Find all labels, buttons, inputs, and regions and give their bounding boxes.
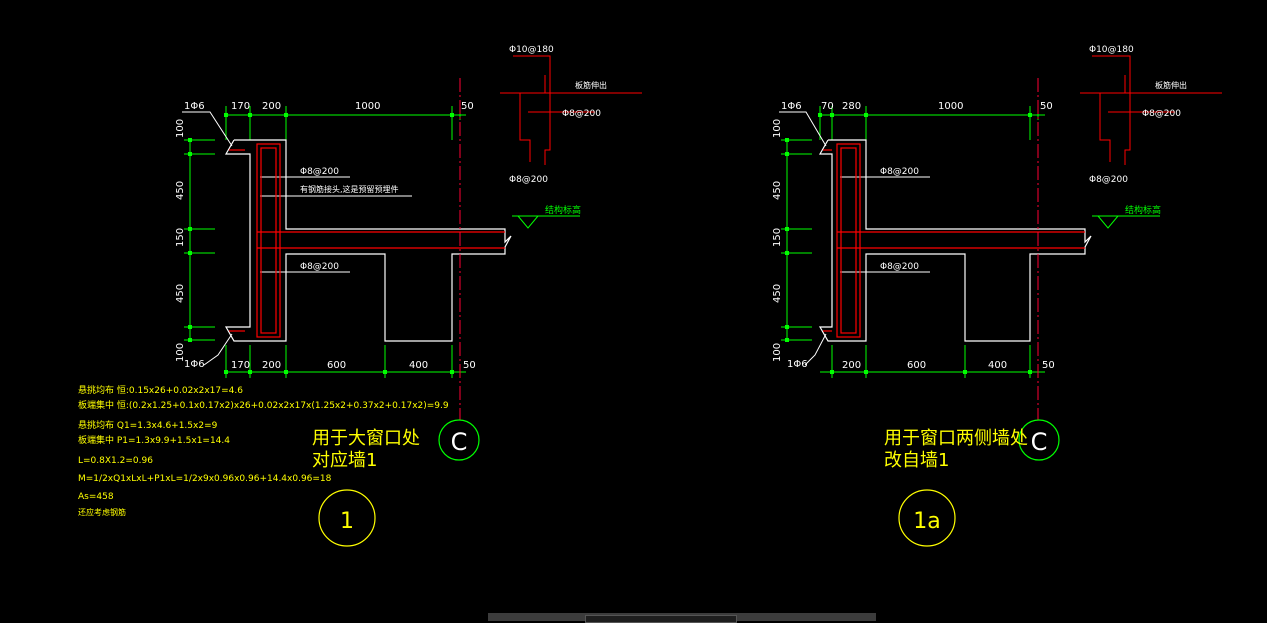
detail-1a-left-dim-2: 450 (772, 181, 783, 200)
detail-1a-top-dim-2: 280 (842, 101, 861, 112)
detail-1-caption-line2: 对应墙1 (312, 450, 377, 471)
detail-1-callouts: Φ8@200 有钢筋接头,这是预留预埋件 Φ8@200 (300, 167, 399, 272)
detail-1a-top-dim-1: 70 (821, 101, 834, 112)
detail-1-rebar (229, 143, 505, 338)
detail-1a-dimension-text: 70 280 1000 50 200 600 400 50 100 450 15… (772, 101, 1055, 371)
detail-1a-rebar (823, 143, 1085, 338)
detail-1a-bottom-dim-1: 200 (842, 360, 861, 371)
detail-1a-inset-side: 板筋伸出 (1155, 80, 1187, 90)
detail-1-bottom-dim-2: 200 (262, 360, 281, 371)
detail-1a-corner-bottom-label: 1Φ6 (787, 359, 808, 370)
detail-1a-bottom-dim-3: 400 (988, 360, 1007, 371)
calc-note-3: 悬挑均布 Q1=1.3x4.6+1.5x2=9 (78, 419, 218, 431)
detail-1a-left-dim-1: 100 (772, 119, 783, 138)
detail-1-left-dim-4: 450 (175, 284, 186, 303)
detail-1a-bottom-dim-4: 50 (1042, 360, 1055, 371)
calc-note-4: 板端集中 P1=1.3x9.9+1.5x1=14.4 (78, 434, 230, 446)
detail-1-leaders (182, 111, 412, 366)
horizontal-scrollbar[interactable] (488, 613, 876, 623)
detail-1-top-dim-3: 1000 (355, 101, 380, 112)
detail-1-inset-bottom: Φ8@200 (509, 175, 548, 185)
detail-1-number: 1 (340, 509, 354, 534)
detail-1-caption-line1: 用于大窗口处 (312, 428, 420, 449)
detail-1a-corner-top-label: 1Φ6 (781, 101, 802, 112)
detail-1a-left-dim-3: 150 (772, 228, 783, 247)
detail-1a-bottom-dim-2: 600 (907, 360, 926, 371)
detail-1a-inset-bottom: Φ8@200 (1089, 175, 1128, 185)
detail-1a-number-circle (898, 489, 956, 547)
detail-1-inset-mid: Φ8@200 (562, 109, 601, 119)
detail-1a-caption-line2: 改自墙1 (884, 450, 949, 471)
detail-1-corner-top-label: 1Φ6 (184, 101, 205, 112)
detail-1-top-dim-1: 170 (231, 101, 250, 112)
detail-1-inset-top: Φ10@180 (509, 45, 554, 55)
detail-1-left-dim-2: 450 (175, 181, 186, 200)
detail-1-axis-label: C (451, 428, 468, 456)
detail-1a-dimension-lines (781, 106, 1045, 378)
calc-note-7: As=458 (78, 492, 114, 502)
detail-1-bottom-dim-1: 170 (231, 360, 250, 371)
calc-note-1: 悬挑均布 恒:0.15x26+0.02x2x17=4.6 (78, 384, 243, 396)
detail-1a-axis-bubble (1018, 419, 1060, 461)
scrollbar-thumb[interactable] (585, 615, 737, 623)
detail-1a-rebar-inset: Φ10@180 板筋伸出 Φ8@200 Φ8@200 (1080, 45, 1222, 185)
detail-1-top-dim-4: 50 (461, 101, 474, 112)
detail-1a-level-label: 结构标高 (1125, 204, 1161, 216)
detail-1-rebar-inset: Φ10@180 板筋伸出 Φ8@200 Φ8@200 (500, 45, 642, 185)
detail-1-corner-bottom-label: 1Φ6 (184, 359, 205, 370)
detail-1-level-mark: 结构标高 (512, 204, 581, 229)
detail-1-number-circle (318, 489, 376, 547)
detail-1-dim-ticks (188, 113, 454, 374)
detail-1: 170 200 1000 50 170 200 600 400 50 100 4… (175, 45, 642, 547)
detail-1a-caption-line1: 用于窗口两侧墙处 (884, 428, 1028, 449)
detail-1a-level-mark: 结构标高 (1092, 204, 1161, 229)
detail-1-rebar-callout-3: Φ8@200 (300, 262, 339, 272)
detail-1a-leaders (779, 111, 930, 366)
detail-1a-number: 1a (913, 509, 940, 534)
calc-note-2: 板端集中 恒:(0.2x1.25+0.1x0.17x2)x26+0.02x2x1… (78, 399, 449, 411)
detail-1a-inset-top: Φ10@180 (1089, 45, 1134, 55)
detail-1a-section-outline (818, 139, 1092, 342)
detail-1a-callouts: Φ8@200 Φ8@200 (880, 167, 919, 272)
detail-1-bottom-dim-5: 50 (463, 360, 476, 371)
calc-note-6: M=1/2xQ1xLxL+P1xL=1/2x9x0.96x0.96+14.4x0… (78, 474, 332, 484)
calc-note-5: L=0.8X1.2=0.96 (78, 456, 153, 466)
detail-1-dimension-text: 170 200 1000 50 170 200 600 400 50 100 4… (175, 101, 476, 371)
detail-1a-rebar-callout-2: Φ8@200 (880, 262, 919, 272)
detail-1-inset-side: 板筋伸出 (575, 80, 607, 90)
detail-1-rebar-callout-1: Φ8@200 (300, 167, 339, 177)
detail-1-left-dim-3: 150 (175, 228, 186, 247)
detail-1-level-label: 结构标高 (545, 204, 581, 216)
detail-1a-top-dim-3: 1000 (938, 101, 963, 112)
detail-1-axis-bubble (438, 419, 480, 461)
detail-1a-left-dim-5: 100 (772, 343, 783, 362)
detail-1a-rebar-callout-1: Φ8@200 (880, 167, 919, 177)
detail-1-rebar-callout-2: 有钢筋接头,这是预留预埋件 (300, 184, 399, 194)
calc-note-8: 还应考虑钢筋 (78, 507, 126, 517)
detail-1-section-outline (224, 139, 512, 342)
detail-1a-inset-mid: Φ8@200 (1142, 109, 1181, 119)
detail-1a-left-dim-4: 450 (772, 284, 783, 303)
calc-notes: 悬挑均布 恒:0.15x26+0.02x2x17=4.6 板端集中 恒:(0.2… (78, 384, 449, 517)
detail-1-top-dim-2: 200 (262, 101, 281, 112)
detail-1-left-dim-5: 100 (175, 343, 186, 362)
detail-1a-axis-label: C (1031, 428, 1048, 456)
detail-1a-top-dim-4: 50 (1040, 101, 1053, 112)
detail-1a: 70 280 1000 50 200 600 400 50 100 450 15… (772, 45, 1222, 547)
detail-1-bottom-dim-3: 600 (327, 360, 346, 371)
detail-1-left-dim-1: 100 (175, 119, 186, 138)
detail-1-bottom-dim-4: 400 (409, 360, 428, 371)
detail-1a-dim-ticks (785, 113, 1032, 374)
detail-1-dimension-lines (184, 106, 466, 378)
